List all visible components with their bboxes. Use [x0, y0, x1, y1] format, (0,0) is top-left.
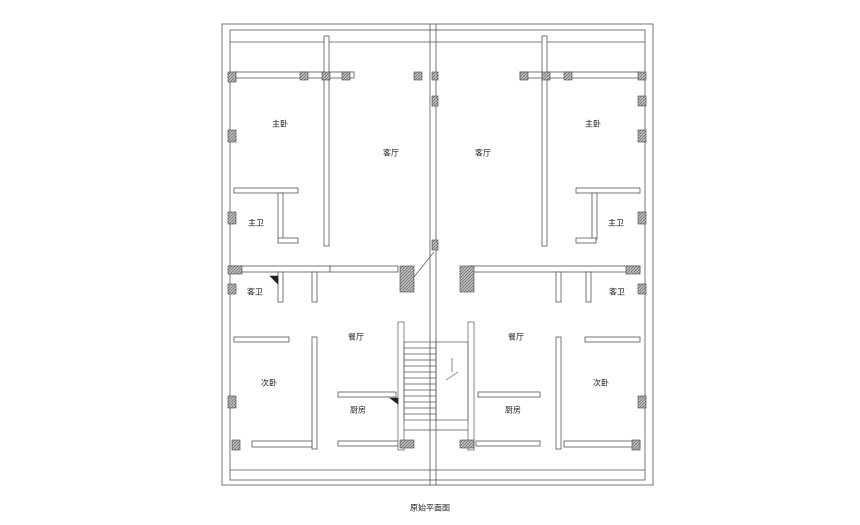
room-label-kitchen-left: 厨房 [350, 405, 366, 415]
room-label-master-bath-left: 主卫 [248, 218, 264, 228]
outer-walls [221, 23, 654, 486]
interior-walls [229, 35, 641, 450]
stairwell [397, 321, 475, 451]
room-label-second-bedroom-left: 次卧 [261, 378, 277, 388]
room-label-master-bedroom-left: 主卧 [272, 119, 288, 129]
structural-columns [227, 71, 647, 451]
room-label-dining-left: 餐厅 [348, 332, 364, 342]
room-label-master-bath-right: 主卫 [608, 218, 624, 228]
room-label-second-bedroom-right: 次卧 [593, 378, 609, 388]
plan-caption: 原始平面图 [410, 503, 450, 513]
room-label-kitchen-right: 厨房 [505, 405, 521, 415]
room-label-living-room-right: 客厅 [475, 148, 491, 158]
room-label-living-room-left: 客厅 [383, 148, 399, 158]
vent-markers [269, 275, 399, 405]
room-label-guest-bath-left: 客卫 [247, 287, 263, 297]
room-label-dining-right: 餐厅 [508, 332, 524, 342]
room-label-master-bedroom-right: 主卧 [585, 119, 601, 129]
room-label-guest-bath-right: 客卫 [609, 287, 625, 297]
